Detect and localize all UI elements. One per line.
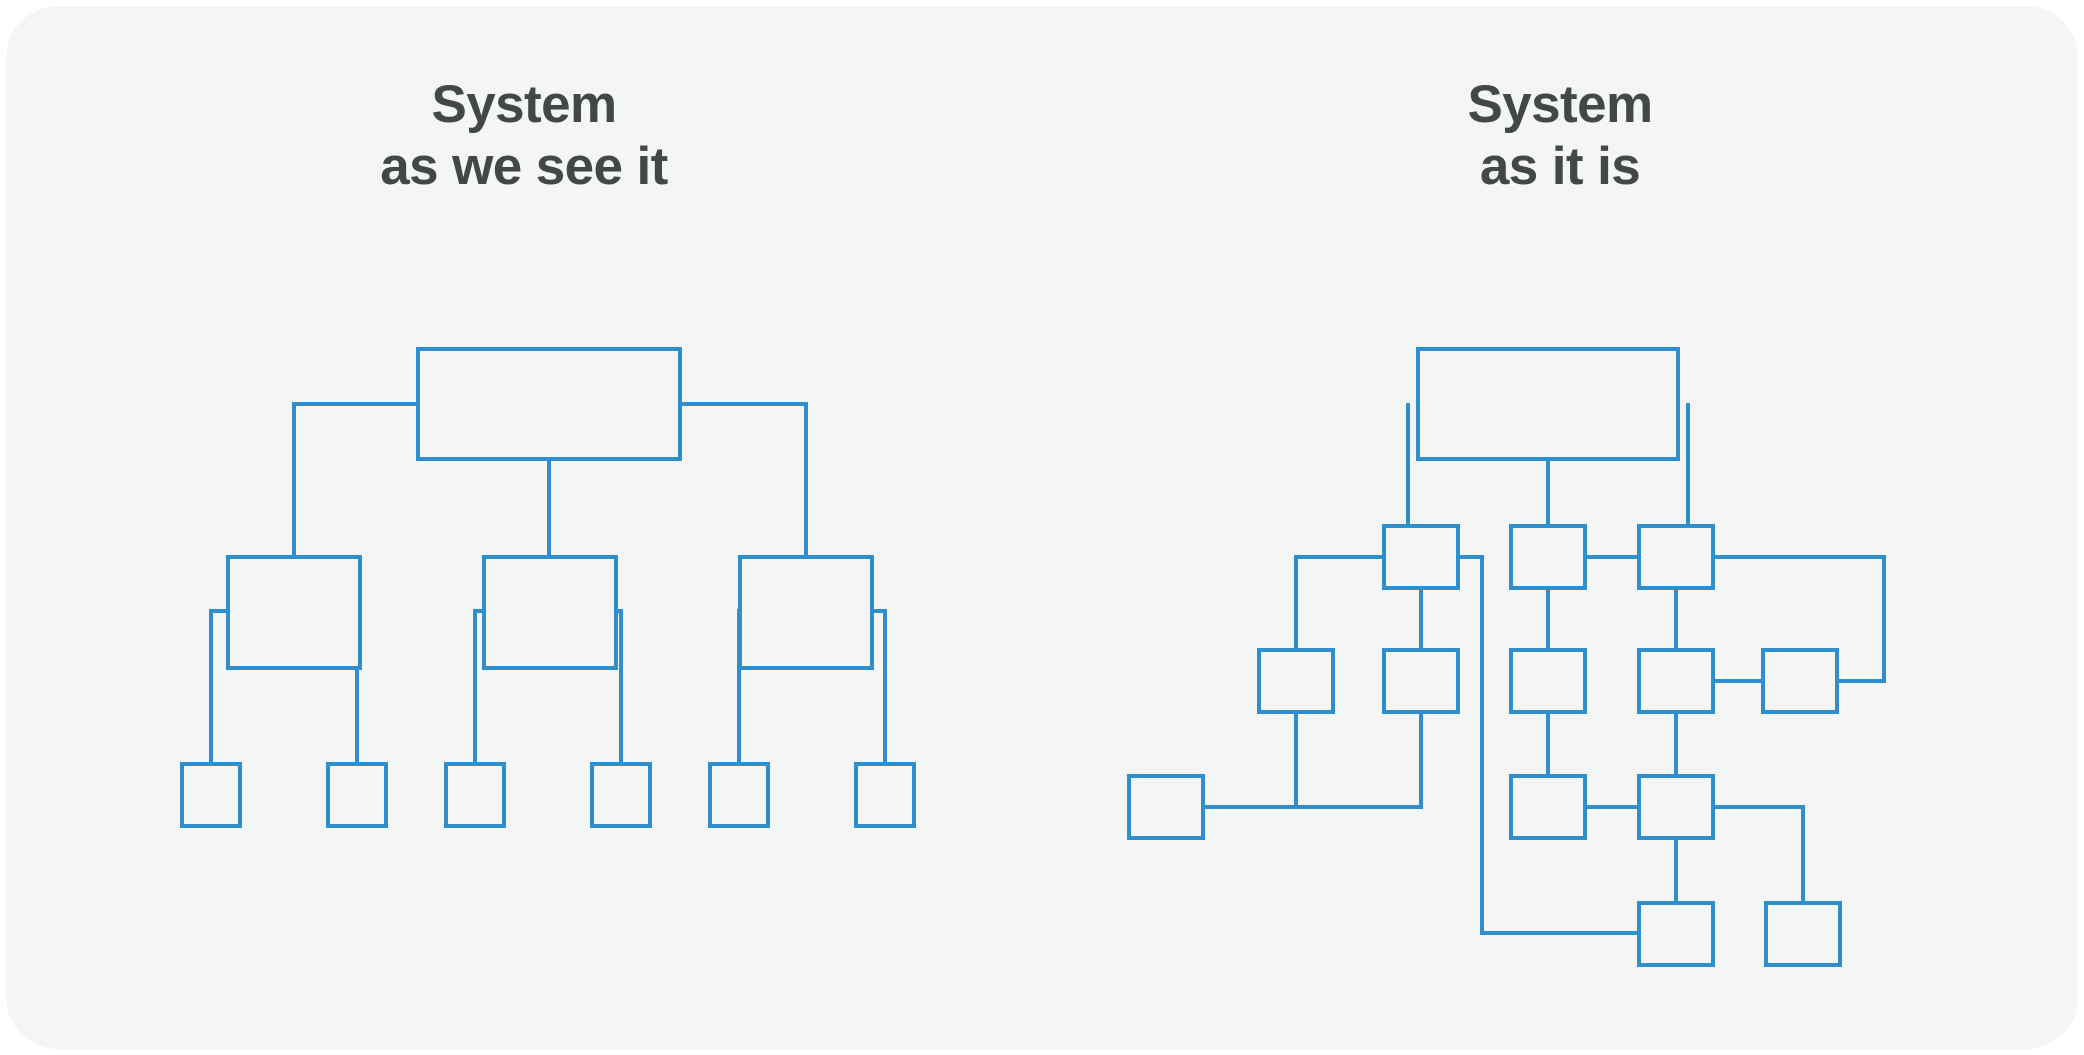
diagram-node-box bbox=[226, 555, 362, 670]
connector-line bbox=[872, 609, 887, 764]
diagram-node-box bbox=[1257, 648, 1335, 714]
diagram-node-box bbox=[1127, 774, 1205, 840]
panel-system-as-it-is: System as it is bbox=[1042, 6, 2078, 1049]
node-layer bbox=[180, 347, 916, 828]
diagram-node-box bbox=[1637, 524, 1715, 590]
diagram-real-tangled-system bbox=[1042, 6, 2078, 1049]
panel-left-title: System as we see it bbox=[380, 75, 668, 196]
diagram-node-box bbox=[482, 555, 618, 670]
connector-line bbox=[1458, 555, 1639, 935]
connector-line bbox=[1203, 712, 1298, 809]
diagram-node-box bbox=[1382, 524, 1460, 590]
connector-line bbox=[473, 609, 484, 764]
diagram-node-box bbox=[416, 347, 682, 461]
connector-line bbox=[1713, 555, 1886, 683]
connector-line bbox=[1713, 805, 1805, 903]
diagram-node-box bbox=[1637, 648, 1715, 714]
diagram-node-box bbox=[1509, 774, 1587, 840]
connector-line bbox=[292, 402, 418, 557]
diagram-node-box bbox=[708, 762, 770, 828]
connector-line bbox=[209, 609, 228, 764]
panel-right-title: System as it is bbox=[1467, 75, 1654, 196]
diagram-node-box bbox=[1509, 648, 1587, 714]
diagram-node-box bbox=[444, 762, 506, 828]
edge-layer bbox=[1203, 403, 1886, 935]
connector-line bbox=[1294, 555, 1384, 650]
diagram-node-box bbox=[1382, 648, 1460, 714]
node-layer bbox=[1127, 347, 1842, 967]
diagram-node-box bbox=[590, 762, 652, 828]
diagram-node-box bbox=[738, 555, 874, 670]
diagram-node-box bbox=[1637, 774, 1715, 840]
diagram-idealized-hierarchy bbox=[6, 6, 1042, 1049]
edge-layer bbox=[209, 402, 887, 764]
diagram-node-box bbox=[1637, 901, 1715, 967]
diagram-node-box bbox=[1416, 347, 1680, 461]
diagram-node-box bbox=[1761, 648, 1839, 714]
content-card: System as we see it System as it is bbox=[6, 6, 2078, 1049]
real-tangled-system-svg bbox=[1127, 347, 1886, 967]
diagram-node-box bbox=[326, 762, 388, 828]
idealized-hierarchy-svg bbox=[180, 347, 916, 828]
diagram-node-box bbox=[1764, 901, 1842, 967]
connector-line bbox=[680, 402, 808, 557]
connector-line bbox=[1203, 712, 1423, 809]
diagram-node-box bbox=[854, 762, 916, 828]
diagram-node-box bbox=[1509, 524, 1587, 590]
panel-system-as-we-see-it: System as we see it bbox=[6, 6, 1042, 1049]
diagram-node-box bbox=[180, 762, 242, 828]
